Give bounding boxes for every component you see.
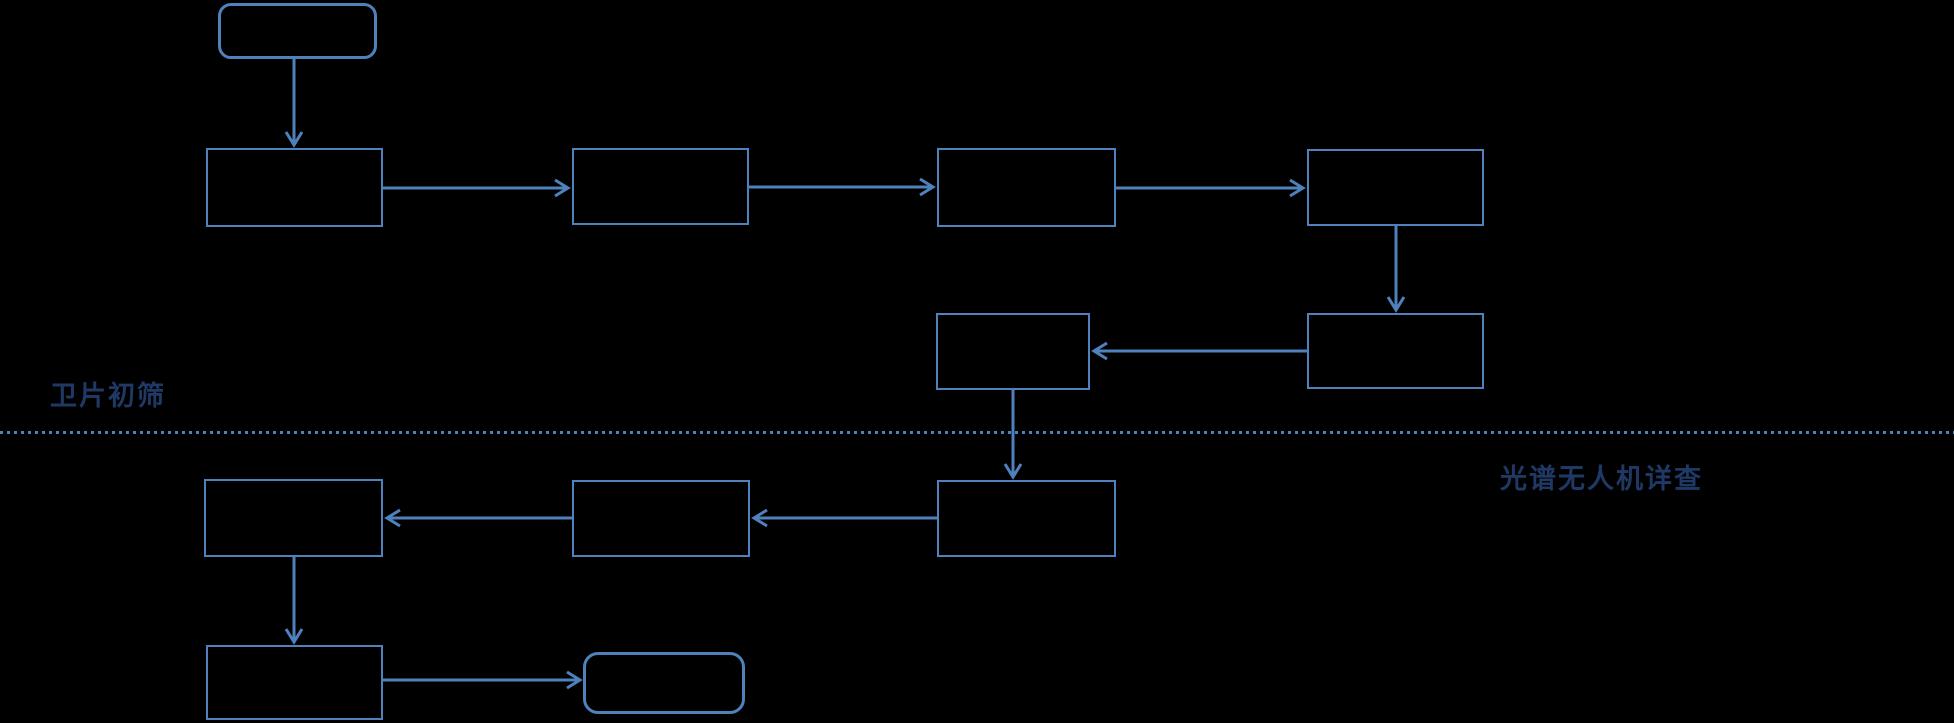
node-start-terminator	[218, 3, 377, 59]
node-process-6-box	[936, 313, 1090, 390]
node-process-4-box	[1307, 149, 1484, 226]
node-end-terminator	[583, 652, 745, 714]
section-label-satellite-initial-screening: 卫片初筛	[50, 381, 166, 412]
node-process-5-box	[1307, 313, 1484, 389]
node-process-10-box	[206, 645, 383, 720]
node-process-8-box	[572, 480, 750, 557]
node-process-2-box	[572, 148, 749, 225]
node-process-1-box	[206, 148, 383, 227]
section-label-spectral-drone-detailed-survey: 光谱无人机详查	[1500, 464, 1703, 495]
node-process-9-box	[204, 479, 383, 557]
node-process-7-box	[937, 480, 1116, 557]
phase-divider-dotted-line	[0, 431, 1954, 434]
node-process-3-box	[937, 148, 1116, 227]
